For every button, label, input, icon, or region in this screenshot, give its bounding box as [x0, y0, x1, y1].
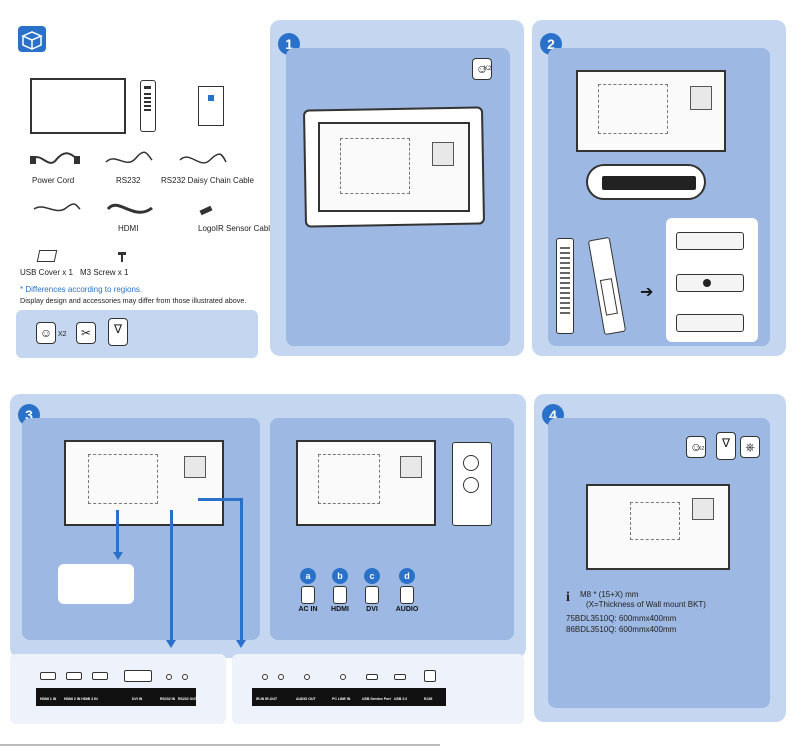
step4-x2-label: X2: [698, 446, 705, 452]
usb-cover-detail: [58, 564, 134, 604]
arrow-left-ports: [170, 510, 173, 640]
irinout-label: IR-IN IR-OUT: [256, 697, 278, 701]
arrowhead-left-ports: [166, 640, 176, 648]
connector-b: b HDMI: [326, 568, 354, 613]
audio-cable-illustration: [33, 203, 81, 212]
display-back-step4: [586, 484, 730, 570]
person-icon: ☺: [36, 322, 56, 344]
power-cord-label: Power Cord: [32, 176, 75, 185]
ir-in-port: [262, 674, 268, 680]
hdmi1-label: HDMI 1 IN: [40, 697, 57, 701]
screwdriver-icon: ∇: [108, 318, 128, 346]
usb-service-port: [366, 674, 378, 680]
arrow-right-icon: ➔: [640, 284, 654, 301]
scissors-icon: ✂: [76, 322, 96, 344]
logoir-label: LogoIR Sensor Cable: [198, 224, 275, 233]
person-icon: ☺: [472, 58, 492, 80]
screw-note: (X=Thickness of Wall mount BKT): [586, 600, 706, 609]
port-label-row-left: [36, 688, 196, 706]
arrowhead-right-ports: [236, 640, 246, 648]
keypad-zoom: [586, 164, 706, 200]
tools-panel: [16, 310, 258, 358]
audio-out-port: [304, 674, 310, 680]
remote-front: [556, 238, 574, 334]
dvi-label: DVI IN: [132, 697, 143, 701]
usb-cover-illustration: [36, 250, 58, 262]
connector-a: a AC IN: [294, 568, 322, 613]
drill-icon: ⎈: [740, 436, 760, 458]
hdmi3-port: [92, 672, 108, 680]
manual-illustration: [198, 86, 224, 126]
battery-step-c: [676, 314, 744, 332]
display-back-step3-left: [64, 440, 224, 526]
rs232out-label: RS232 OUT: [178, 697, 198, 701]
display-front-illustration: [30, 78, 126, 134]
display-back-step3-right: [296, 440, 436, 526]
pc-line-in-port: [340, 674, 346, 680]
usb20-label: USB 2.0: [394, 697, 408, 701]
rs232in-label: RS232 IN: [160, 697, 176, 701]
remote-illustration: [140, 80, 156, 132]
rs232-label: RS232: [116, 176, 141, 185]
hdmi2-port: [66, 672, 82, 680]
tools-x2-label: X2: [58, 331, 67, 338]
disclaimer-note: Display design and accessories may diffe…: [20, 296, 247, 305]
person-icon: ☺: [686, 436, 706, 458]
rs232-daisy-label: RS232 Daisy Chain Cable: [161, 176, 254, 185]
screw-spec: M8 * (15+X) mm: [580, 590, 639, 599]
box-open-icon: [21, 31, 43, 50]
m3-screw-illustration: [118, 252, 126, 262]
usb-cover-label: USB Cover x 1: [20, 268, 73, 277]
port-label-row-right: [252, 688, 446, 706]
unbox-icon-wrap: [18, 26, 46, 52]
display-back-step2: [576, 70, 726, 152]
arrow-right-ports-h: [198, 498, 242, 501]
connector-c: c DVI: [358, 568, 386, 613]
mount-model1: 75BDL3510Q: 600mmx400mm: [566, 614, 677, 623]
display-back-step1: [318, 122, 470, 212]
hdmi1-port: [40, 672, 56, 680]
pc-tower: [452, 442, 492, 526]
rj45-label: RJ45: [424, 697, 433, 701]
hdmi-cable-illustration: [106, 203, 153, 214]
rs232-in-port: [166, 674, 172, 680]
connector-d: d AUDIO: [390, 568, 424, 613]
battery-step-a: [676, 232, 744, 250]
usbservice-label: USB Service Port: [362, 697, 391, 701]
pclinein-label: PC LINE IN: [332, 697, 351, 701]
power-cord-illustration: [30, 152, 80, 164]
arrow-right-ports-v: [240, 498, 243, 640]
rs232-cable-illustration: [105, 151, 153, 164]
hdmi23-label: HDMI 2 IN HDMI 3 IN: [64, 697, 98, 701]
step1-x2-label: K2: [484, 66, 492, 72]
arrowhead-usb-cover: [113, 552, 123, 560]
dvi-port: [124, 670, 152, 682]
logoir-sensor-illustration: [199, 205, 213, 216]
mount-model2: 86BDL3510Q: 600mmx400mm: [566, 625, 677, 634]
rs232-out-port: [182, 674, 188, 680]
rj45-port: [424, 670, 436, 682]
footer-divider: [0, 744, 440, 746]
battery-step-b: [676, 274, 744, 292]
info-icon: i: [566, 590, 570, 605]
usb20-port: [394, 674, 406, 680]
ir-out-port: [278, 674, 284, 680]
rs232-daisy-cable-illustration: [179, 153, 227, 164]
hdmi-label: HDMI: [118, 224, 139, 233]
regions-note: * Differences according to regions.: [20, 285, 143, 294]
m3-screw-label: M3 Screw x 1: [80, 268, 129, 277]
audioout-label: AUDIO OUT: [296, 697, 316, 701]
screwdriver-icon: ∇: [716, 432, 736, 460]
arrow-usb-cover: [116, 510, 119, 552]
